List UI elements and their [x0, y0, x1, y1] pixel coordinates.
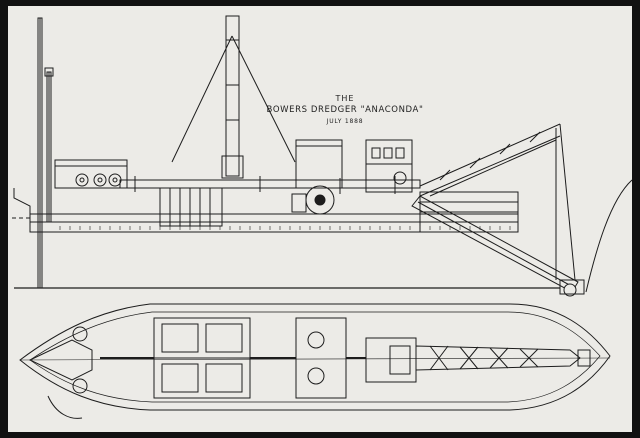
smokestack	[225, 15, 240, 177]
title-line-2: BOWERS DREDGER "ANACONDA"	[267, 105, 424, 115]
deckhouse-left	[54, 159, 128, 189]
guy-wire-left	[171, 35, 233, 163]
hull-plan-outline	[19, 303, 611, 411]
side-elevation	[10, 15, 633, 297]
paper	[8, 6, 632, 432]
cutter-head	[28, 339, 93, 381]
suction-pipe	[119, 179, 421, 189]
gantry-frame	[295, 139, 343, 189]
bank-curve	[585, 179, 633, 293]
deck-rivets	[59, 226, 511, 230]
dredge-ladder	[411, 195, 579, 293]
title-line-3: JULY 1888	[326, 118, 364, 125]
boom-plan	[415, 345, 581, 371]
drawing-title: THE BOWERS DREDGER "ANACONDA" JULY 1888	[267, 94, 424, 125]
guy-wire-right	[231, 35, 296, 163]
boom-mast	[419, 123, 561, 187]
boiler-block	[159, 187, 223, 227]
plan-view	[19, 303, 611, 419]
pilot-cabin	[365, 139, 413, 193]
title-line-1: THE	[335, 94, 355, 103]
